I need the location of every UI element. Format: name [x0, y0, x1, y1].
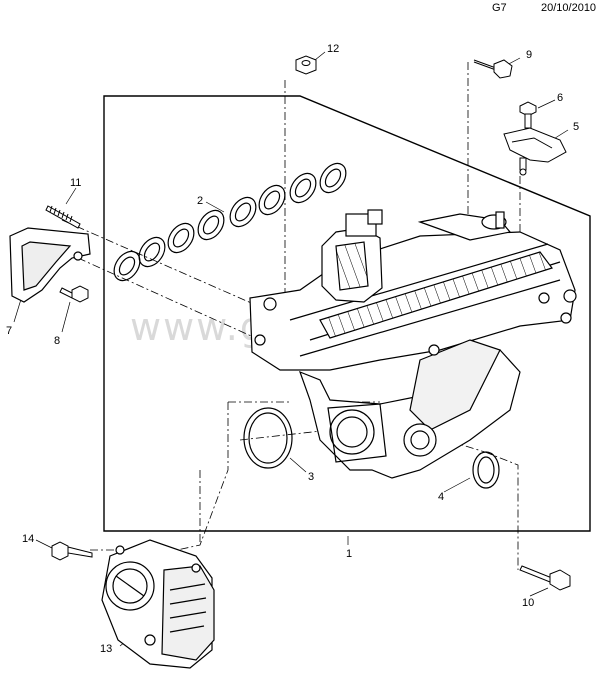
- bracket-7: [9, 227, 91, 303]
- callout-7: 7: [6, 325, 12, 337]
- stud-11: [45, 205, 81, 229]
- callout-10: 10: [522, 597, 534, 609]
- bolt-9: [473, 59, 513, 79]
- bolt-10: [519, 565, 571, 591]
- o-ring-3: [243, 407, 293, 469]
- callout-6: 6: [557, 92, 563, 104]
- assembly-outline: [103, 95, 591, 532]
- callout-13: 13: [100, 643, 112, 655]
- callout-3: 3: [308, 471, 314, 483]
- sensor-5: [503, 127, 567, 176]
- callout-2: 2: [197, 195, 203, 207]
- bolt-8: [59, 285, 89, 303]
- callout-12: 12: [327, 43, 339, 55]
- bolt-6: [519, 101, 537, 129]
- callout-14: 14: [22, 533, 34, 545]
- sheet-code: G7: [492, 2, 507, 14]
- bolt-14: [51, 541, 93, 561]
- intake-manifold-1: [249, 209, 577, 479]
- throttle-body-13: [101, 539, 215, 669]
- callout-9: 9: [526, 49, 532, 61]
- callout-11: 11: [70, 177, 81, 189]
- callout-1: 1: [346, 548, 352, 560]
- sheet-date: 20/10/2010: [541, 2, 597, 14]
- callout-8: 8: [54, 335, 60, 347]
- nut-12: [295, 55, 317, 75]
- gasket-2: [113, 162, 347, 282]
- callout-4: 4: [438, 491, 444, 503]
- seal-ring-4: [472, 451, 500, 489]
- callout-5: 5: [573, 121, 579, 133]
